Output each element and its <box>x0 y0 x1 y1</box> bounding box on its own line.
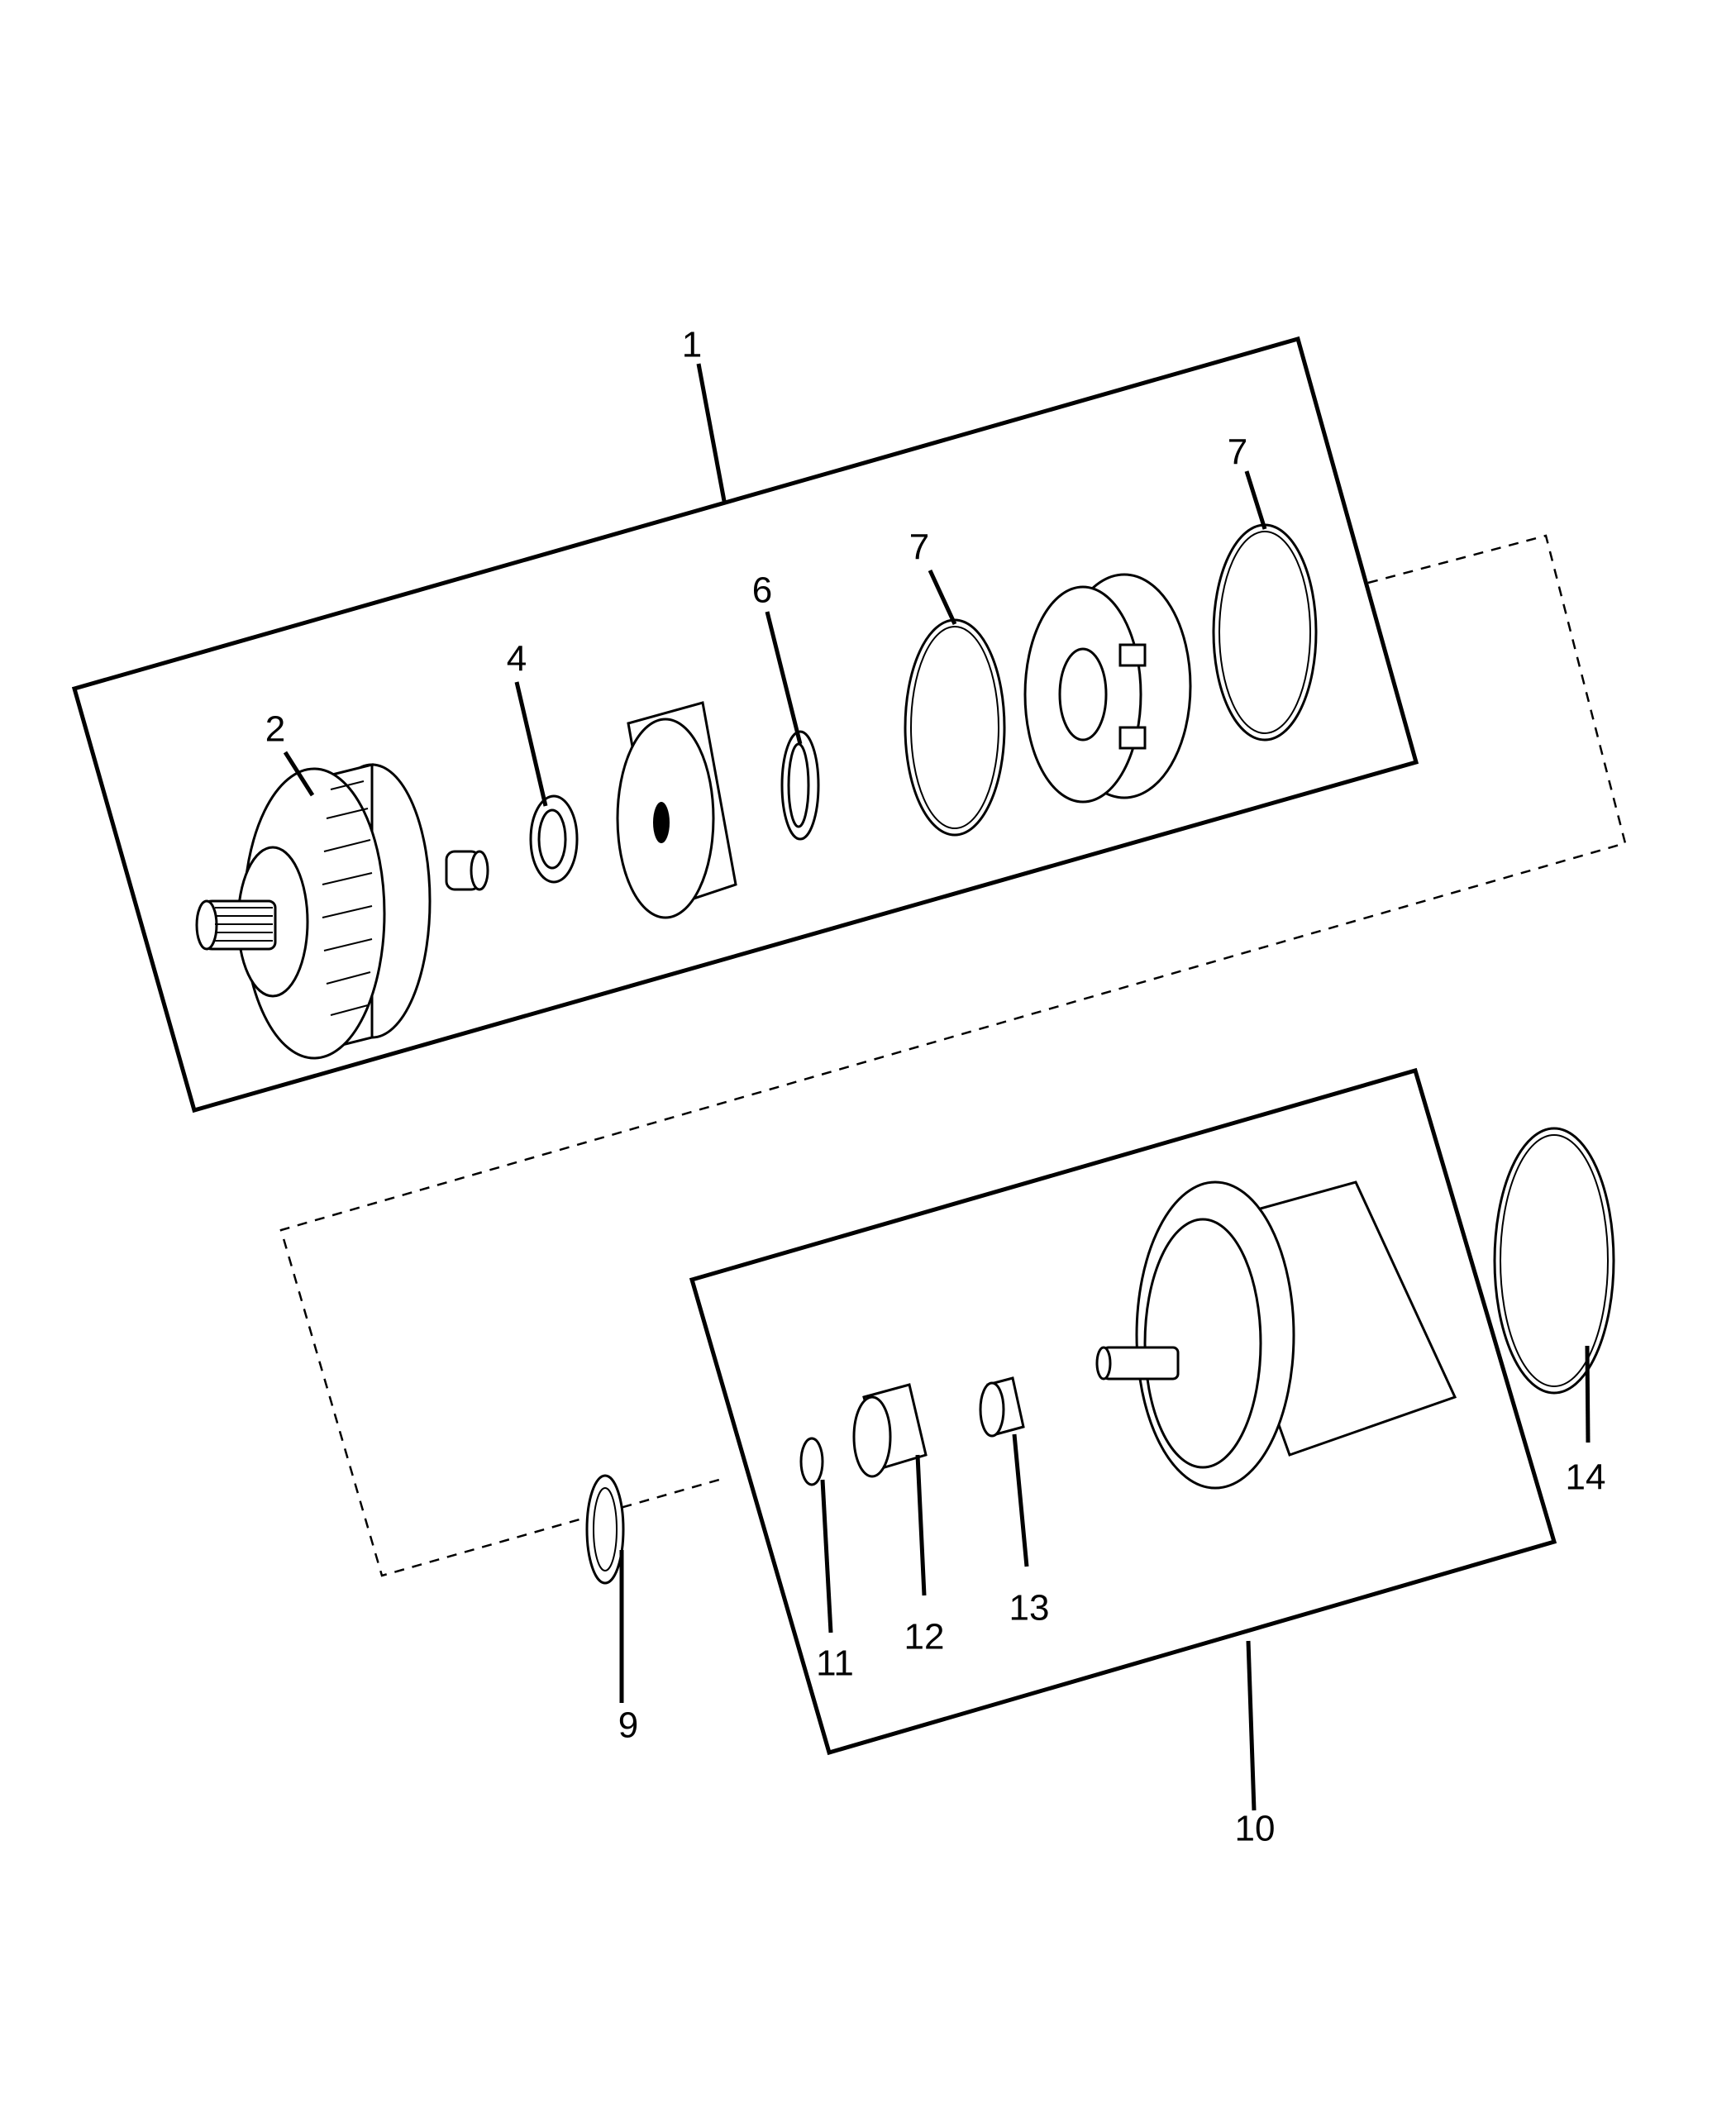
needle-bearing <box>979 1376 1025 1438</box>
thrust-bearing <box>780 730 820 841</box>
lower-assembly-frame <box>689 1067 1557 1756</box>
leader-lines <box>283 363 1591 1811</box>
sun-gear-drum <box>616 701 737 919</box>
retaining-ring <box>799 1437 824 1486</box>
callout-9: 9 <box>618 1705 638 1746</box>
sun-gear <box>852 1383 928 1478</box>
callout-2: 2 <box>265 709 285 750</box>
snap-ring-large <box>1493 1127 1615 1395</box>
callout-13: 13 <box>1009 1588 1050 1629</box>
planet-carrier <box>1023 573 1192 804</box>
snap-ring-upper-right <box>1212 523 1318 742</box>
callout-6: 6 <box>752 570 772 611</box>
callout-12: 12 <box>904 1617 945 1657</box>
callout-10: 10 <box>1235 1809 1276 1849</box>
bushing <box>445 850 489 891</box>
thrust-washer <box>529 794 579 884</box>
snap-ring-upper-left <box>904 618 1006 837</box>
callout-1: 1 <box>682 325 702 365</box>
upper-assembly-frame <box>71 336 1419 1114</box>
callout-4: 4 <box>507 639 527 680</box>
dashed-connector <box>279 534 1627 1577</box>
callout-11: 11 <box>816 1643 854 1684</box>
wave-washer <box>585 1474 625 1585</box>
callout-7-left: 7 <box>909 527 929 568</box>
callout-14: 14 <box>1566 1457 1606 1498</box>
clutch-housing-assembly <box>1095 1180 1457 1490</box>
callout-7-right: 7 <box>1228 432 1247 473</box>
planetary-gear-drum <box>195 763 432 1060</box>
